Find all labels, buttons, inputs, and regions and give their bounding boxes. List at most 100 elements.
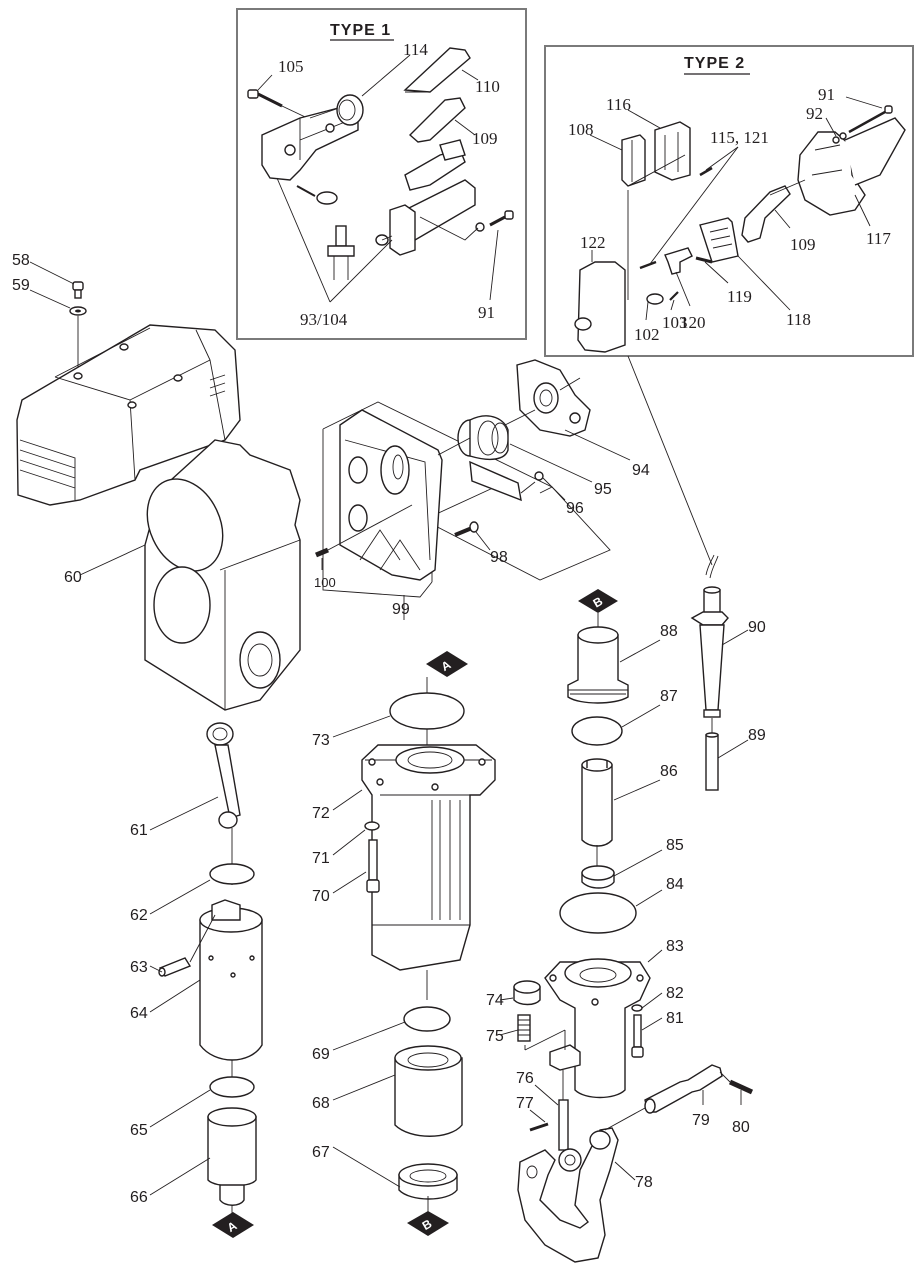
part-102-plate	[646, 293, 664, 305]
part-70-screw	[366, 839, 380, 893]
label-66: 66	[130, 1189, 148, 1206]
label-75: 75	[486, 1028, 504, 1045]
part-76-rod	[558, 1099, 569, 1151]
label-99: 99	[392, 601, 410, 618]
part-108-switch	[621, 134, 646, 187]
part-cover-plate	[469, 460, 544, 502]
part-74-bushing	[513, 980, 541, 1006]
label-80: 80	[732, 1119, 750, 1136]
label-t1-110: 110	[475, 77, 500, 96]
label-60: 60	[64, 569, 82, 586]
part-86-tube	[581, 758, 613, 847]
part-64-piston	[199, 899, 263, 1061]
type2-frame	[544, 45, 914, 357]
part-118-plate	[699, 217, 739, 263]
part-88-sleeve	[567, 626, 629, 704]
marker-b-top: B	[578, 589, 618, 613]
label-62: 62	[130, 907, 148, 924]
label-86: 86	[660, 763, 678, 780]
part-63-pin	[158, 914, 216, 977]
part-105-screw	[247, 89, 321, 125]
label-67: 67	[312, 1144, 330, 1161]
label-84: 84	[666, 876, 684, 893]
part-67-ring	[398, 1163, 458, 1200]
label-t2-109: 109	[790, 235, 816, 254]
label-65: 65	[130, 1122, 148, 1139]
label-76: 76	[516, 1070, 534, 1087]
type2-inset: TYPE 2	[544, 45, 914, 357]
label-74: 74	[486, 992, 504, 1009]
label-t1-109: 109	[472, 129, 498, 148]
type1-inset: TYPE 1	[236, 8, 527, 340]
part-89-sleeve	[705, 732, 719, 791]
part-94-flange	[504, 359, 591, 437]
marker-b-bottom: B	[407, 1211, 449, 1236]
part-100-pin	[315, 504, 413, 558]
part-75-spring	[517, 1014, 531, 1042]
part-80-pin	[719, 1071, 754, 1095]
label-81: 81	[666, 1010, 684, 1027]
part-77-pin	[529, 1122, 549, 1132]
label-58: 58	[12, 252, 30, 269]
label-t1-114: 114	[403, 40, 428, 59]
part-109-trigger	[408, 97, 466, 143]
label-100: 100	[314, 575, 336, 590]
part-87-o-ring	[571, 716, 623, 746]
type1-frame	[236, 8, 527, 340]
label-70: 70	[312, 888, 330, 905]
label-t2-92: 92	[806, 104, 823, 123]
label-95: 95	[594, 481, 612, 498]
label-89: 89	[748, 727, 766, 744]
label-73: 73	[312, 732, 330, 749]
part-switch	[404, 139, 466, 191]
part-58-bolt	[72, 281, 84, 299]
part-69-o-ring	[403, 1006, 451, 1032]
part-91-screw	[419, 210, 514, 241]
part-73-o-ring	[389, 692, 465, 730]
label-t2-119: 119	[727, 287, 752, 306]
part-81-screw	[631, 1014, 644, 1058]
part-117-handle	[797, 117, 906, 216]
part-83-flange-housing	[544, 958, 651, 1099]
label-79: 79	[692, 1112, 710, 1129]
label-83: 83	[666, 938, 684, 955]
label-68: 68	[312, 1095, 330, 1112]
label-t2-122: 122	[580, 233, 606, 252]
label-78: 78	[635, 1174, 653, 1191]
part-110-lever	[403, 47, 471, 93]
label-t2-103: 103	[662, 313, 688, 332]
label-69: 69	[312, 1046, 330, 1063]
part-66-striker	[207, 1107, 257, 1206]
part-60-gear-housing	[144, 439, 301, 711]
part-98-screw	[454, 521, 479, 537]
part-65-o-ring	[209, 1076, 255, 1098]
label-96: 96	[566, 500, 584, 517]
part-62-o-ring	[209, 863, 255, 885]
part-72-cylinder	[361, 744, 496, 971]
part-103-screw	[669, 291, 679, 301]
label-98: 98	[490, 549, 508, 566]
label-t2-117: 117	[866, 229, 891, 248]
part-116-holder	[627, 121, 691, 187]
cord-leader-line	[627, 355, 713, 566]
part-small-screw-plate	[296, 185, 338, 205]
label-59: 59	[12, 277, 30, 294]
part-91-92-screw-washer	[832, 105, 893, 144]
label-t2-91: 91	[818, 85, 835, 104]
label-85: 85	[666, 837, 684, 854]
part-90-cord-guard	[690, 554, 729, 718]
part-99-crankcase	[322, 401, 611, 598]
part-61-connecting-rod	[206, 722, 241, 829]
part-68-bushing	[394, 1045, 463, 1137]
part-122-housing	[574, 190, 629, 353]
label-t2-116: 116	[606, 95, 631, 114]
label-61: 61	[130, 822, 148, 839]
part-119-pin	[695, 256, 713, 264]
part-59-washer	[69, 306, 87, 316]
label-t2-108: 108	[568, 120, 594, 139]
label-87: 87	[660, 688, 678, 705]
part-121-screw	[639, 260, 657, 270]
part-84-gasket	[559, 892, 637, 934]
part-79-lever	[604, 1064, 723, 1131]
